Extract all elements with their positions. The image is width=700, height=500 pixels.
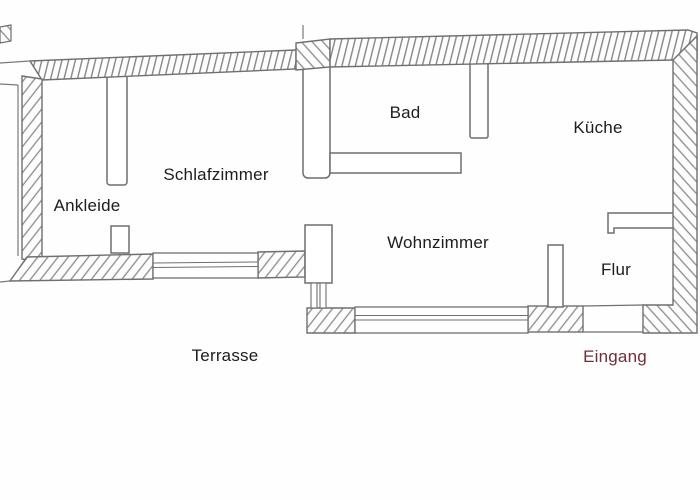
window-schlafzimmer: [152, 252, 259, 279]
wall-top-right: [329, 29, 698, 68]
room-label-kueche: Küche: [573, 118, 623, 137]
wall-stub-terrace-door: [304, 224, 333, 284]
outside-label-eingang: Eingang: [583, 347, 647, 366]
sketch-extras: [0, 24, 304, 283]
terrace-door-leaf-2: [319, 282, 327, 309]
room-label-wohnzimmer: Wohnzimmer: [387, 233, 489, 252]
room-label-ankleide: Ankleide: [53, 196, 121, 215]
wall-top-left: [28, 49, 297, 81]
room-label-schlafzimmer: Schlafzimmer: [163, 165, 269, 184]
entrance-opening: [582, 304, 644, 333]
terrace-door-leaf-1: [310, 282, 318, 309]
wall-stub-flur: [547, 244, 564, 308]
outside-label-terrasse: Terrasse: [191, 346, 259, 365]
wall-bad-south: [329, 152, 462, 174]
wall-left: [21, 75, 43, 263]
wall-bottom-flur: [527, 305, 584, 333]
wall-schlafzimmer-bad: [302, 57, 331, 179]
wall-bottom-terrace-b: [257, 250, 306, 279]
wall-fragment-top-left: [0, 24, 12, 44]
wall-bottom-terrace-a: [8, 253, 154, 282]
wall-right: [642, 34, 698, 334]
wall-ankleide-schlafzimmer: [106, 67, 128, 186]
room-label-flur: Flur: [600, 260, 632, 279]
room-label-bad: Bad: [389, 103, 421, 122]
wall-bottom-livingroom-west: [306, 307, 356, 334]
wall-stub-ankleide-door: [110, 225, 130, 254]
wall-top-junction: [295, 38, 331, 71]
